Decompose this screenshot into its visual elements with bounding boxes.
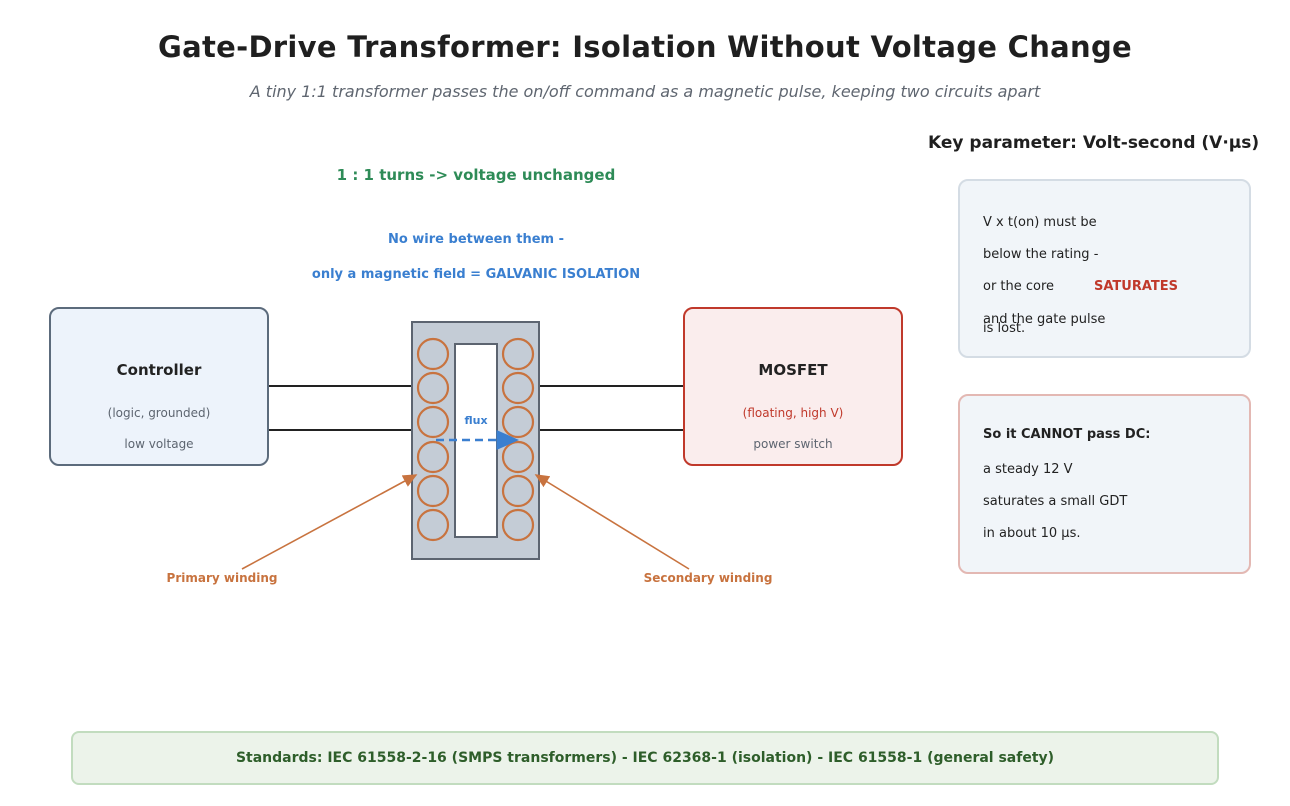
- primary-winding: [416, 337, 450, 542]
- volt-second-line1: V x t(on) must be: [983, 215, 1097, 230]
- dc-limitation-card: So it CANNOT pass DC: a steady 12 V satu…: [958, 394, 1251, 574]
- controller-box: Controller (logic, grounded) low voltage: [49, 307, 269, 466]
- secondary-winding-label: Secondary winding: [643, 571, 773, 585]
- mosfet-detail: (floating, high V): [742, 406, 844, 420]
- secondary-coil-turn-1: [501, 337, 535, 371]
- volt-second-line2: below the rating -: [983, 247, 1099, 262]
- primary-coil-turn-6: [416, 508, 450, 542]
- controller-detail: (logic, grounded): [107, 406, 211, 420]
- primary-coil-turn-5: [416, 474, 450, 508]
- isolation-note-line2: only a magnetic field = GALVANIC ISOLATI…: [311, 267, 641, 282]
- transformer-diagram: [241, 321, 690, 570]
- primary-winding-label: Primary winding: [166, 571, 278, 585]
- secondary-coil-turn-5: [501, 474, 535, 508]
- primary-coil-turn-2: [416, 371, 450, 405]
- secondary-coil-turn-2: [501, 371, 535, 405]
- dc-heading: So it CANNOT pass DC:: [983, 427, 1151, 442]
- volt-second-line4: and the gate pulse: [983, 312, 1106, 327]
- dc-line3: in about 10 µs.: [983, 526, 1081, 541]
- page-subtitle: A tiny 1:1 transformer passes the on/off…: [249, 82, 1041, 101]
- primary-coil-turn-4: [416, 440, 450, 474]
- secondary-coil-turn-6: [501, 508, 535, 542]
- controller-name: Controller: [116, 361, 202, 379]
- volt-second-line3: or the core: [983, 279, 1055, 294]
- flux-label: flux: [464, 414, 488, 427]
- mosfet-name: MOSFET: [758, 361, 828, 379]
- primary-coil-turn-1: [416, 337, 450, 371]
- volt-second-card: V x t(on) must be below the rating - or …: [958, 179, 1251, 358]
- isolation-note-line1: No wire between them -: [387, 232, 565, 247]
- turns-ratio-note: 1 : 1 turns -> voltage unchanged: [336, 166, 616, 184]
- primary-coil-turn-3: [416, 405, 450, 439]
- dc-line2: saturates a small GDT: [983, 494, 1128, 509]
- mosfet-box: MOSFET (floating, high V) power switch: [683, 307, 903, 466]
- mosfet-role: power switch: [753, 437, 833, 451]
- saturates-emphasis: SATURATES: [1094, 279, 1179, 294]
- controller-voltage: low voltage: [124, 437, 194, 451]
- secondary-winding: [501, 337, 535, 542]
- volt-second-line5: is lost.: [983, 321, 1026, 336]
- page-title: Gate-Drive Transformer: Isolation Withou…: [158, 30, 1132, 64]
- standards-banner: Standards: IEC 61558-2-16 (SMPS transfor…: [71, 731, 1219, 785]
- secondary-pointer: [534, 474, 690, 570]
- key-parameter-heading: Key parameter: Volt-second (V·µs): [928, 133, 1260, 153]
- dc-line1: a steady 12 V: [983, 462, 1073, 477]
- primary-pointer: [241, 474, 418, 570]
